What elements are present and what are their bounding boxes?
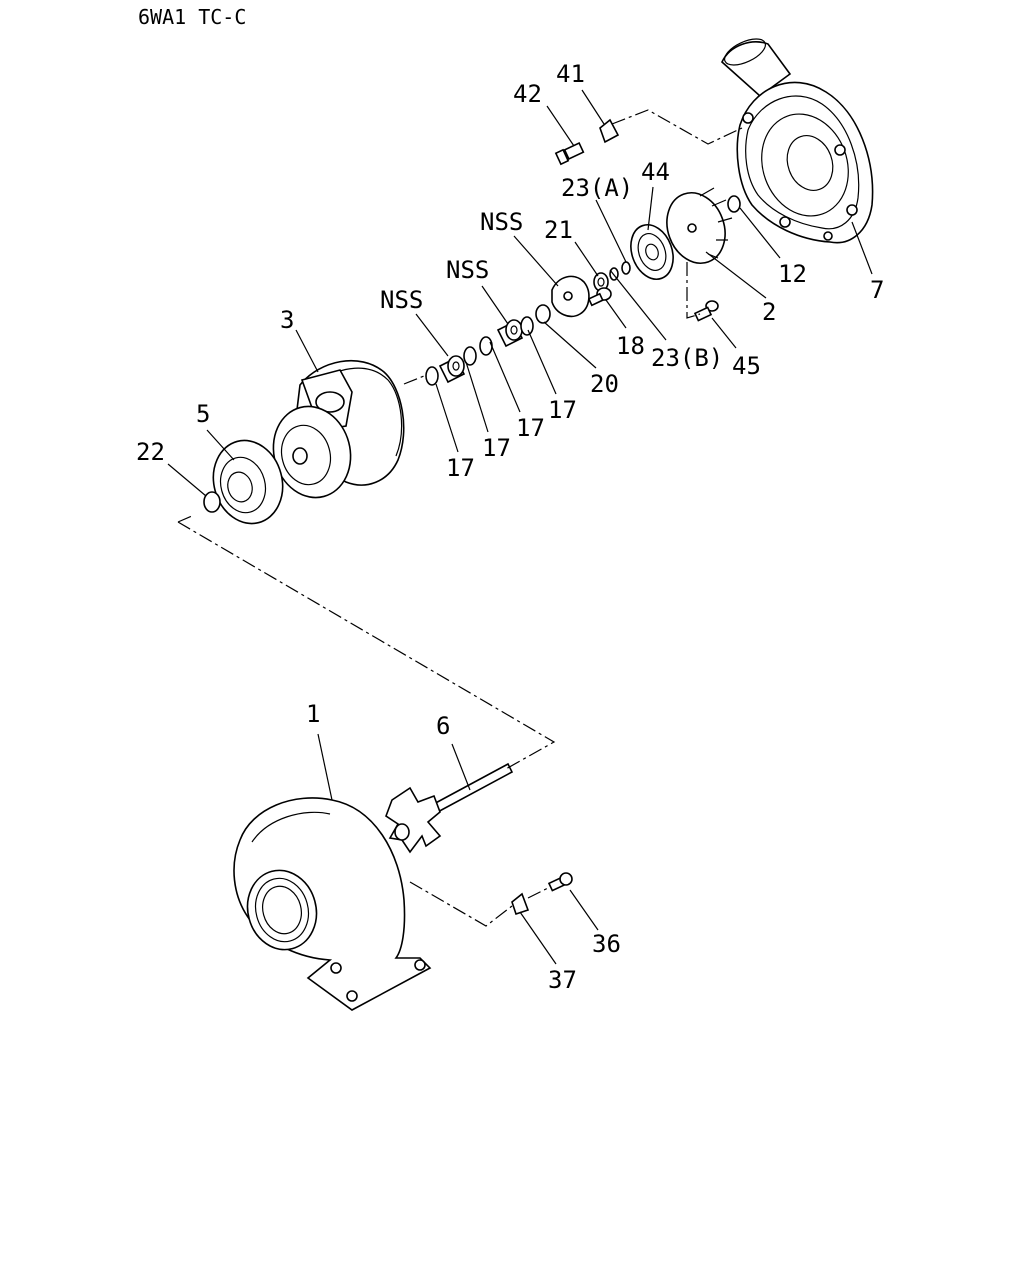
assembly-line-37 — [409, 881, 513, 927]
bolt-36 — [547, 872, 573, 892]
lock-washer-41 — [599, 118, 620, 144]
bearing-housing-3 — [272, 359, 405, 499]
journal-bearing-upper — [496, 319, 524, 348]
snap-ring-17-a — [425, 366, 439, 386]
label-18: 18 — [616, 332, 645, 360]
turbine-housing-1 — [233, 797, 432, 1011]
snap-ring-17-d — [520, 316, 534, 336]
snap-ring-17-b — [463, 346, 477, 366]
compressor-wheel-2 — [666, 187, 733, 264]
compressor-housing — [721, 38, 874, 244]
label-41: 41 — [556, 60, 585, 88]
diagram-title: 6WA1 TC-C — [138, 5, 246, 29]
bolt-45 — [693, 300, 719, 322]
label-42: 42 — [513, 80, 542, 108]
label-20: 20 — [590, 370, 619, 398]
lock-washer-37 — [511, 892, 530, 916]
label-36: 36 — [592, 930, 621, 958]
label-nss-plate: NSS — [480, 208, 523, 236]
o-ring-22 — [203, 491, 221, 513]
label-3: 3 — [280, 306, 294, 334]
nut-12 — [727, 195, 741, 213]
bolt-42 — [554, 142, 585, 166]
label-17-d: 17 — [548, 396, 577, 424]
label-44: 44 — [641, 158, 670, 186]
assembly-line-45 — [686, 262, 701, 319]
label-22: 22 — [136, 438, 165, 466]
label-23b: 23(B) — [651, 344, 723, 372]
label-1: 1 — [306, 700, 320, 728]
snap-ring-17-c — [479, 336, 493, 356]
label-nss-bearing-upper: NSS — [446, 256, 489, 284]
label-17-b: 17 — [482, 434, 511, 462]
turbine-shaft-wheel-6 — [385, 762, 514, 854]
seal-plate-44 — [630, 224, 674, 280]
assembly-line-shaft — [177, 375, 556, 771]
screw-18 — [587, 287, 612, 307]
thrust-bearing-plate — [551, 275, 590, 318]
label-2: 2 — [762, 298, 776, 326]
journal-bearing-lower — [438, 355, 466, 384]
label-12: 12 — [778, 260, 807, 288]
label-45: 45 — [732, 352, 761, 380]
assembly-line-36 — [527, 887, 549, 899]
assembly-line-housing — [611, 109, 743, 145]
label-6: 6 — [436, 712, 450, 740]
label-nss-bearing-lower: NSS — [380, 286, 423, 314]
label-23a: 23(A) — [561, 174, 633, 202]
label-17-c: 17 — [516, 414, 545, 442]
o-ring-23a — [621, 261, 631, 275]
label-7: 7 — [870, 276, 884, 304]
washer-20 — [535, 304, 551, 324]
label-17-a: 17 — [446, 454, 475, 482]
leader-lines — [167, 89, 873, 965]
label-37: 37 — [548, 966, 577, 994]
label-5: 5 — [196, 400, 210, 428]
back-plate-5 — [212, 439, 284, 525]
label-21: 21 — [544, 216, 573, 244]
